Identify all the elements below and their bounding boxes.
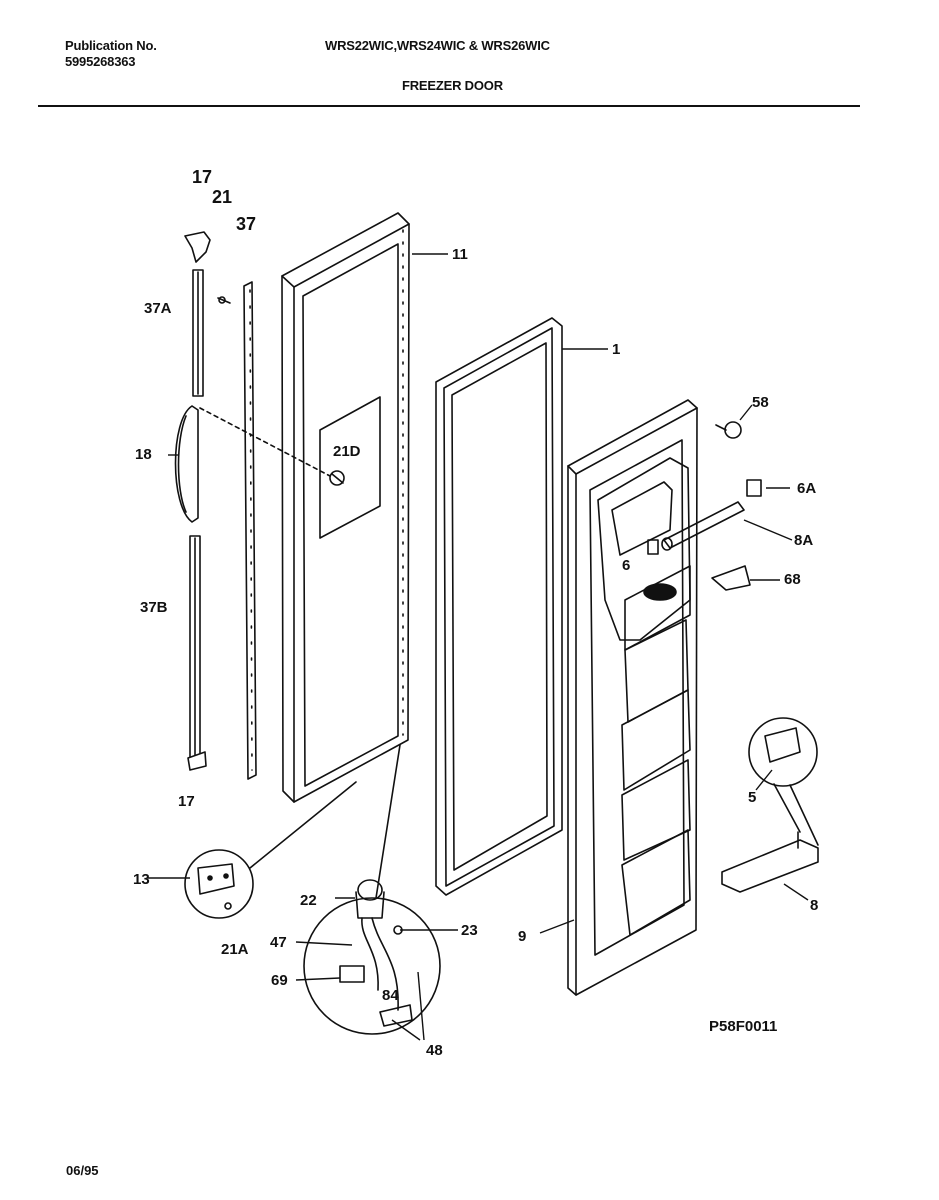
funnel-68 [711, 565, 751, 591]
label-21: 21 [212, 187, 232, 207]
screw-21d [329, 470, 345, 486]
handle-trim-37b [189, 535, 201, 759]
diagram-id: P58F0011 [709, 1018, 777, 1035]
screw-21 [217, 296, 231, 304]
label-21d: 21D [333, 443, 361, 460]
detail-circle-5 [748, 717, 819, 846]
label-1: 1 [612, 341, 620, 358]
label-68: 68 [784, 571, 801, 588]
label-8a: 8A [794, 532, 813, 549]
label-18: 18 [135, 446, 152, 463]
publication-number: 5995268363 [65, 54, 136, 69]
label-47: 47 [270, 934, 287, 951]
part-6 [647, 539, 659, 555]
detail-circle-wiring [303, 744, 441, 1035]
door-outer-panel [281, 212, 410, 803]
model-numbers: WRS22WIC,WRS24WIC & WRS26WIC [325, 38, 550, 53]
bracket-8 [721, 831, 819, 893]
label-6: 6 [622, 557, 630, 574]
section-title: FREEZER DOOR [402, 78, 503, 93]
label-37: 37 [236, 214, 256, 234]
label-17-bottom: 17 [178, 793, 195, 810]
label-6a: 6A [797, 480, 816, 497]
label-58: 58 [752, 394, 769, 411]
label-69: 69 [271, 972, 288, 989]
label-8: 8 [810, 897, 818, 914]
header-rule [38, 105, 860, 107]
rod-8a [661, 501, 745, 551]
footer-date: 06/95 [66, 1163, 99, 1178]
door-gasket [435, 317, 563, 896]
label-21a: 21A [221, 941, 249, 958]
door-inner-liner [567, 399, 698, 996]
handle-cap-17 [184, 231, 211, 771]
label-17-top: 17 [192, 167, 212, 187]
trim-strip-37 [243, 281, 257, 780]
publication-label: Publication No. [65, 38, 157, 53]
handle-trim-37a [192, 269, 204, 397]
clip-6a [746, 479, 762, 497]
label-48: 48 [426, 1042, 443, 1059]
screw-58 [715, 421, 742, 439]
label-11: 11 [452, 246, 468, 263]
label-5: 5 [748, 789, 756, 806]
label-22: 22 [300, 892, 317, 909]
label-23: 23 [461, 922, 478, 939]
label-13: 13 [133, 871, 150, 888]
label-37b: 37B [140, 599, 168, 616]
detail-circle-13 [184, 781, 357, 919]
label-37a: 37A [144, 300, 172, 317]
label-9: 9 [518, 928, 526, 945]
label-84: 84 [382, 987, 399, 1004]
handle-18 [174, 405, 199, 523]
